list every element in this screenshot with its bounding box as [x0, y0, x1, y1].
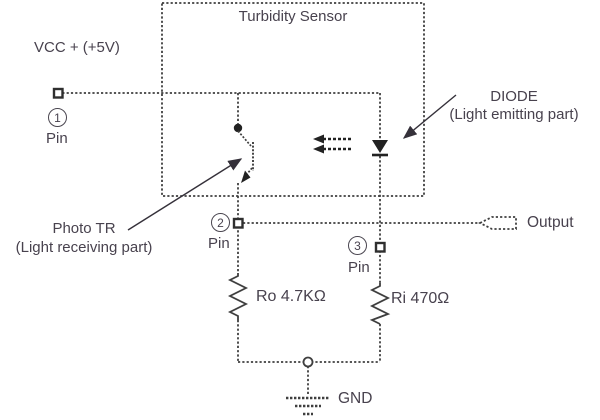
photo-tr-name: Photo TR	[52, 220, 116, 237]
pin1-label: Pin	[46, 130, 68, 147]
diode-symbol	[372, 140, 388, 157]
photo-tr-annotation: Photo TR (Light receiving part)	[0, 219, 168, 257]
diode-description: (Light emitting part)	[449, 106, 579, 123]
photo-tr-description: (Light receiving part)	[15, 239, 153, 256]
diode-name: DIODE	[490, 88, 538, 105]
vcc-label: VCC + (+5V)	[34, 39, 120, 56]
sensor-box-title: Turbidity Sensor	[238, 8, 348, 25]
ground-junction-node	[302, 356, 314, 368]
diode-pointer-arrow	[402, 94, 457, 139]
sensor-box	[161, 2, 425, 197]
ground-icon	[286, 396, 330, 416]
output-label: Output	[527, 214, 574, 231]
resistor-ro-symbol	[227, 273, 249, 320]
photo-tr-pointer-arrow	[127, 158, 243, 231]
pin1-number-badge: 1	[48, 108, 67, 127]
light-rays-icon	[313, 134, 352, 154]
pin2-number-badge: 2	[211, 213, 230, 232]
pin2-terminal	[232, 217, 244, 229]
resistor-ri-symbol	[369, 283, 391, 325]
diode-annotation: DIODE (Light emitting part)	[428, 88, 600, 124]
photo-transistor-symbol	[233, 123, 254, 183]
pin1-terminal	[52, 87, 64, 99]
resistor-ri-label: Ri 470Ω	[391, 290, 450, 307]
pin3-label: Pin	[348, 259, 370, 276]
pin3-number-badge: 3	[348, 236, 367, 255]
pin2-label: Pin	[208, 235, 230, 252]
output-connector-icon	[477, 216, 517, 230]
pin3-terminal	[374, 241, 386, 253]
gnd-label: GND	[338, 390, 373, 407]
resistor-ro-label: Ro 4.7KΩ	[256, 288, 326, 305]
